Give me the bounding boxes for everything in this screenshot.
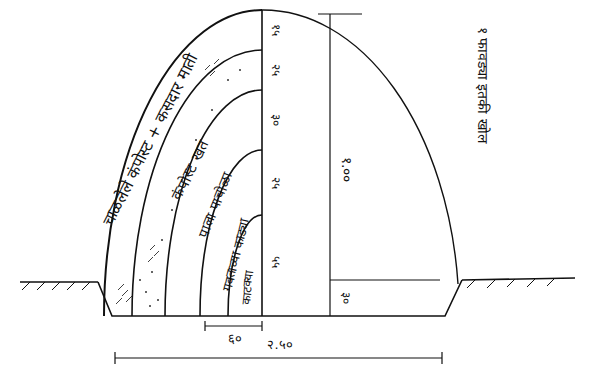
- width-dimension: २.५०: [265, 338, 294, 352]
- width-dimension: ६०: [226, 332, 244, 346]
- layer-thickness: ३०: [268, 114, 281, 126]
- layer-label: काटक्या: [240, 270, 257, 305]
- height-dimension: १.००: [339, 155, 354, 184]
- depth-dimension: ३०: [338, 290, 351, 306]
- layer-label: पाला पाचोळा: [196, 170, 236, 240]
- layer-thickness: १५: [268, 24, 281, 36]
- layer-label: कंपोस्ट खत: [168, 137, 211, 202]
- layer-label: चाळलेले कंपोस्ट + कसदार माती: [99, 51, 201, 229]
- layer-thickness: २५: [268, 64, 281, 76]
- depth-note: १ फावड्या इतकी खोल: [474, 27, 489, 143]
- layer-thickness: ५५: [268, 256, 281, 268]
- layer-thickness: २५: [268, 177, 281, 189]
